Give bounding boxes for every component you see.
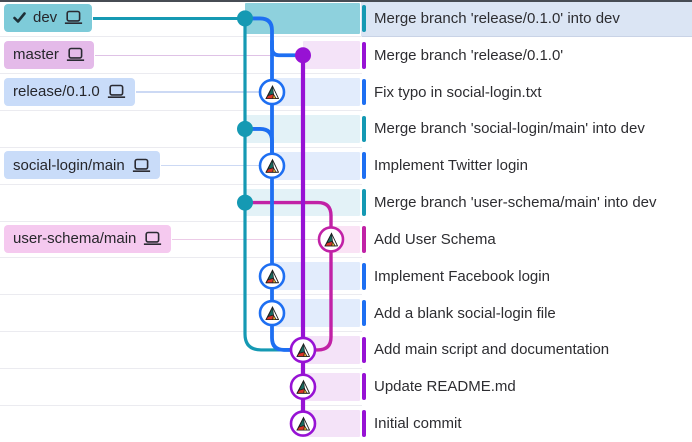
- row-separator: [0, 146, 362, 148]
- branch-label-connector: [136, 91, 272, 93]
- branch-label-user-schema-main[interactable]: user-schema/main: [4, 224, 172, 253]
- row-band: [272, 262, 360, 291]
- commit-row[interactable]: Implement Facebook login: [374, 258, 550, 295]
- branch-label-release-0-1-0[interactable]: release/0.1.0: [4, 77, 135, 106]
- commit-branch-bar: [362, 78, 366, 106]
- branch-label-master[interactable]: master: [4, 40, 94, 69]
- row-band: [272, 78, 360, 106]
- commit-row[interactable]: Fix typo in social-login.txt: [374, 74, 542, 111]
- row-separator: [0, 36, 362, 38]
- commit-row[interactable]: Merge branch 'social-login/main' into de…: [374, 111, 645, 148]
- commit-branch-bar: [362, 262, 366, 290]
- commit-branch-bar: [362, 299, 366, 327]
- panel-top-border: [0, 0, 692, 2]
- commit-message: Implement Twitter login: [374, 157, 528, 175]
- branch-name: dev: [33, 9, 58, 27]
- commit-message: Merge branch 'user-schema/main' into dev: [374, 194, 657, 212]
- branch-name: release/0.1.0: [13, 83, 100, 101]
- commit-message: Merge branch 'release/0.1.0' into dev: [374, 9, 620, 27]
- commit-row[interactable]: Implement Twitter login: [374, 147, 528, 184]
- branch-label-connector: [161, 165, 272, 167]
- commit-message: Initial commit: [374, 415, 462, 433]
- row-separator: [0, 110, 362, 111]
- commit-branch-bar: [362, 41, 366, 69]
- row-band: [303, 409, 360, 438]
- laptop-icon: [107, 84, 125, 99]
- commit-branch-bar: [362, 189, 366, 216]
- branch-label-connector: [95, 54, 303, 56]
- laptop-icon: [66, 47, 84, 62]
- commit-branch-bar: [362, 115, 366, 143]
- branch-label-dev[interactable]: dev: [4, 3, 93, 32]
- commit-branch-bar: [362, 410, 366, 437]
- commit-row[interactable]: Merge branch 'release/0.1.0': [374, 37, 563, 74]
- commit-message: Merge branch 'release/0.1.0': [374, 46, 564, 64]
- commit-row[interactable]: Merge branch 'release/0.1.0' into dev: [374, 0, 620, 37]
- row-separator: [0, 331, 362, 332]
- laptop-icon: [65, 11, 83, 25]
- commit-branch-bar: [362, 152, 366, 180]
- row-separator: [0, 257, 362, 259]
- commit-message: Add main script and documentation: [374, 341, 610, 359]
- commit-row[interactable]: Initial commit: [374, 405, 462, 442]
- commit-message: Merge branch 'social-login/main' into de…: [374, 120, 645, 138]
- selected-row-highlight: [361, 2, 692, 37]
- commit-branch-bar: [362, 5, 366, 32]
- branch-label-connector: [93, 17, 245, 20]
- row-separator: [0, 220, 362, 222]
- row-band: [303, 41, 360, 70]
- row-separator: [0, 404, 362, 406]
- row-separator: [0, 73, 362, 75]
- branch-name: social-login/main: [13, 156, 125, 174]
- branch-label-connector: [172, 238, 331, 240]
- commit-row[interactable]: Add main script and documentation: [374, 332, 609, 369]
- row-band: [272, 151, 360, 180]
- commit-branch-bar: [362, 226, 366, 253]
- row-band: [245, 2, 360, 35]
- row-band: [303, 336, 360, 364]
- row-separator: [0, 294, 362, 296]
- commit-branch-bar: [362, 373, 366, 401]
- row-band: [331, 225, 360, 254]
- commit-row[interactable]: Add a blank social-login file: [374, 295, 556, 332]
- commit-branch-bar: [362, 336, 366, 364]
- row-separator: [0, 367, 362, 369]
- check-icon: [13, 12, 26, 24]
- commit-message: Add User Schema: [374, 230, 496, 248]
- row-band: [303, 372, 360, 401]
- commit-row[interactable]: Update README.md: [374, 368, 516, 405]
- commit-message: Update README.md: [374, 378, 516, 396]
- commit-message: Implement Facebook login: [374, 267, 550, 285]
- row-band: [245, 188, 360, 217]
- commit-message: Add a blank social-login file: [374, 304, 556, 322]
- branch-line-blue: [270, 39, 305, 58]
- row-band: [245, 115, 360, 143]
- row-band: [272, 299, 360, 327]
- row-separator: [0, 183, 362, 185]
- laptop-icon: [132, 158, 150, 172]
- commit-row[interactable]: Add User Schema: [374, 221, 496, 258]
- branch-label-social-login-main[interactable]: social-login/main: [4, 151, 160, 180]
- branch-name: master: [13, 46, 59, 64]
- branch-name: user-schema/main: [13, 230, 137, 248]
- commit-row[interactable]: Merge branch 'user-schema/main' into dev: [374, 184, 657, 221]
- commit-message: Fix typo in social-login.txt: [374, 83, 542, 101]
- laptop-icon: [144, 232, 162, 246]
